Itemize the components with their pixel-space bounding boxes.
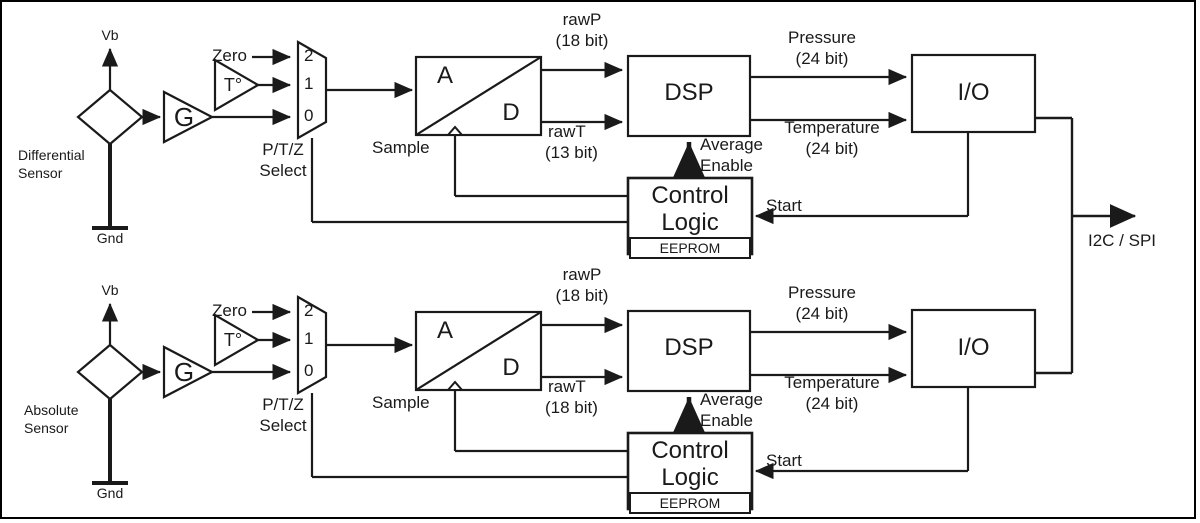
- i2c-spi-bus-label: I2C / SPI: [1087, 231, 1157, 250]
- pressure-bits-differential: (24 bit): [795, 49, 849, 68]
- start-label-differential: Start: [766, 196, 802, 215]
- eeprom-label-differential: EEPROM: [659, 240, 721, 256]
- mux-select-label-differential-line1: P/T/Z: [262, 140, 304, 159]
- start-label-absolute: Start: [766, 451, 802, 470]
- rawp-label-absolute: rawP: [562, 265, 602, 284]
- mux-input-2-differential: 2: [304, 46, 314, 65]
- rawp-label-differential: rawP: [562, 10, 602, 29]
- eeprom-label-absolute: EEPROM: [659, 495, 721, 511]
- rawp-bits-absolute: (18 bit): [555, 286, 609, 305]
- dsp-label-differential: DSP: [664, 79, 714, 106]
- temperature-sensor-label-differential: T°: [223, 74, 243, 95]
- average-enable-label-absolute-line1: Average: [700, 390, 764, 409]
- amplifier-label-differential: G: [173, 101, 195, 132]
- average-enable-label-differential-line1: Average: [700, 135, 764, 154]
- control-logic-label-absolute-line2: Logic: [661, 464, 719, 491]
- gnd-label-differential: Gnd: [96, 230, 124, 246]
- temperature-sensor-label-absolute: T°: [223, 329, 243, 350]
- sample-label-absolute: Sample: [372, 393, 430, 412]
- gnd-label-absolute: Gnd: [96, 485, 124, 501]
- io-label-absolute: I/O: [957, 334, 990, 361]
- mux-input-0-absolute: 0: [304, 361, 314, 380]
- channel-wires-absolute: [76, 295, 1037, 514]
- mux-input-1-differential: 1: [304, 74, 314, 93]
- rawp-bits-differential: (18 bit): [555, 31, 609, 50]
- pressure-label-absolute: Pressure: [787, 283, 857, 302]
- sensor-label-absolute-line1: Absolute: [24, 402, 79, 418]
- rawt-bits-absolute: (18 bit): [545, 398, 598, 417]
- sensor-label-absolute-line2: Sensor: [24, 420, 69, 436]
- mux-input-1-absolute: 1: [304, 329, 314, 348]
- temperature-label-differential: Temperature: [784, 118, 880, 137]
- mux-input-0-differential: 0: [304, 106, 314, 125]
- adc-analog-label-absolute: A: [436, 317, 453, 344]
- average-enable-label-differential-line2: Enable: [700, 156, 753, 175]
- channel-absolute: Vb Gnd Absolute Sensor G T° Zero 2 1 0 P…: [0, 255, 1200, 520]
- vb-label-differential: Vb: [101, 27, 119, 43]
- rawt-bits-differential: (13 bit): [545, 143, 598, 162]
- io-label-differential: I/O: [957, 79, 990, 106]
- control-logic-label-differential-line1: Control: [651, 182, 729, 209]
- pressure-label-differential: Pressure: [787, 28, 857, 47]
- dsp-label-absolute: DSP: [664, 334, 714, 361]
- zero-label-absolute: Zero: [212, 301, 247, 320]
- temperature-bits-absolute: (24 bit): [805, 394, 859, 413]
- pressure-bits-absolute: (24 bit): [795, 304, 849, 323]
- control-logic-label-differential-line2: Logic: [661, 209, 719, 236]
- amplifier-label-absolute: G: [173, 356, 195, 387]
- mux-select-label-absolute-line2: Select: [259, 416, 307, 435]
- zero-label-differential: Zero: [212, 46, 247, 65]
- vb-label-absolute: Vb: [101, 282, 119, 298]
- mux-input-2-absolute: 2: [304, 301, 314, 320]
- adc-analog-label-differential: A: [436, 62, 453, 89]
- average-enable-label-absolute-line2: Enable: [700, 411, 753, 430]
- sensor-label-differential-line1: Differential: [18, 147, 85, 163]
- sample-label-differential: Sample: [372, 138, 430, 157]
- channel-wires-differential: [76, 40, 1037, 259]
- temperature-bits-differential: (24 bit): [805, 139, 859, 158]
- adc-digital-label-differential: D: [502, 99, 520, 126]
- rawt-label-differential: rawT: [548, 122, 586, 141]
- adc-digital-label-absolute: D: [502, 354, 520, 381]
- temperature-label-absolute: Temperature: [784, 373, 880, 392]
- control-logic-label-absolute-line1: Control: [651, 437, 729, 464]
- rawt-label-absolute: rawT: [548, 377, 586, 396]
- channel-differential: Vb Gnd Differential Sensor G T° Zero 2 1…: [18, 10, 1037, 259]
- mux-select-label-absolute-line1: P/T/Z: [262, 395, 304, 414]
- sensor-label-differential-line2: Sensor: [18, 165, 63, 181]
- mux-select-label-differential-line2: Select: [259, 161, 307, 180]
